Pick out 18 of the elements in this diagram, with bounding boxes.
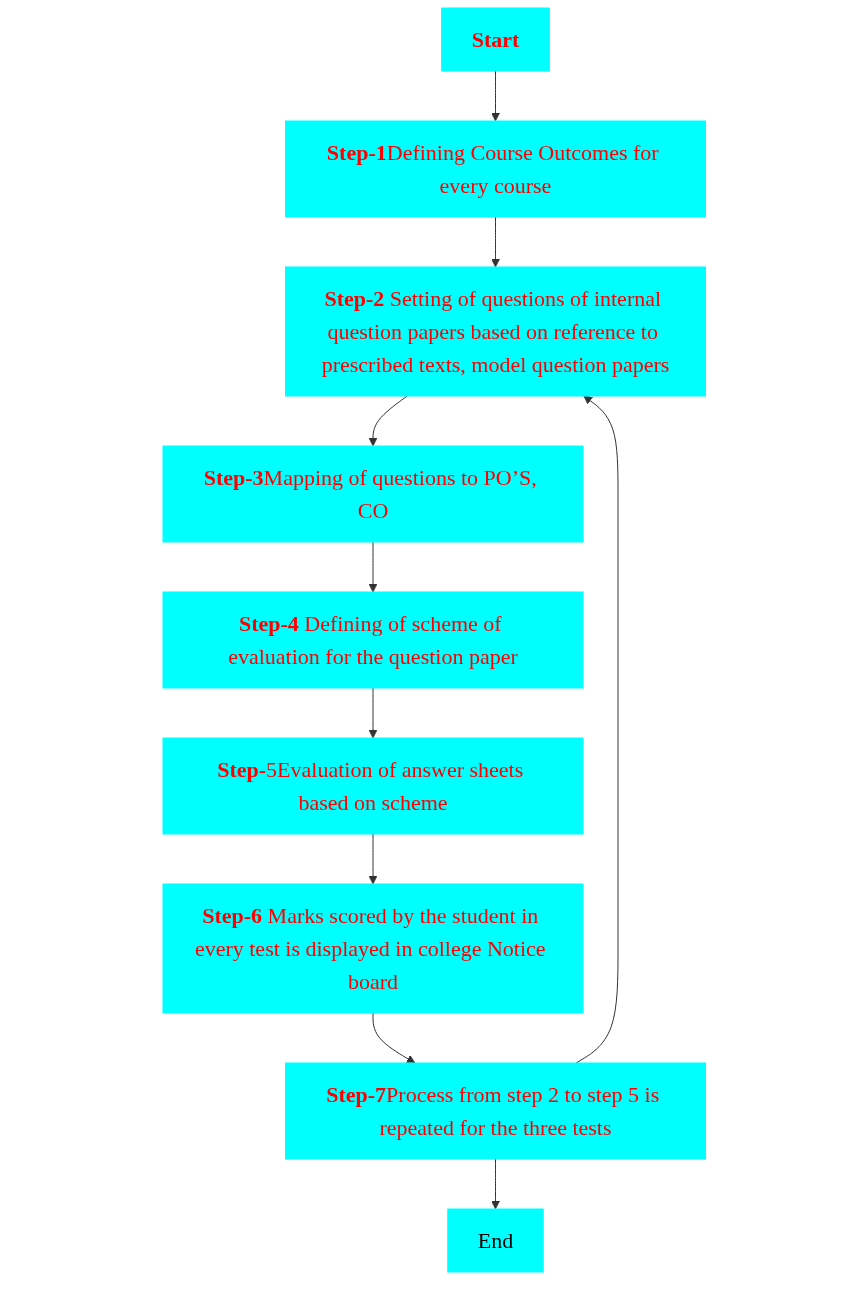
arrow [490, 1158, 500, 1210]
arrow [368, 687, 378, 739]
arrow [368, 541, 378, 593]
node-box: Step-4 Defining of scheme of evaluation for the question paper [162, 591, 584, 689]
arrow [575, 395, 619, 1064]
node-box: End [447, 1208, 544, 1273]
node-box: Step-2 Setting of questions of internal question papers based on reference to prescribed texts, model question papers [284, 266, 706, 397]
arrow [490, 70, 500, 122]
node-box: Step-6 Marks scored by the student in every test is displayed in college Notice board [162, 883, 584, 1014]
node-box: Step-3Mapping of questions to PO’S, CO [162, 445, 584, 543]
node-box: Step-5Evaluation of answer sheets based on scheme [162, 737, 584, 835]
node-box: Step-1Defining Course Outcomes for every course [284, 120, 706, 218]
node-box: Step-7Process from step 2 to step 5 is repeated for the three tests [284, 1062, 706, 1160]
arrow [372, 1012, 416, 1064]
arrow [368, 833, 378, 885]
node-box: Start [440, 7, 550, 72]
arrow [490, 216, 500, 268]
arrow [368, 395, 408, 447]
